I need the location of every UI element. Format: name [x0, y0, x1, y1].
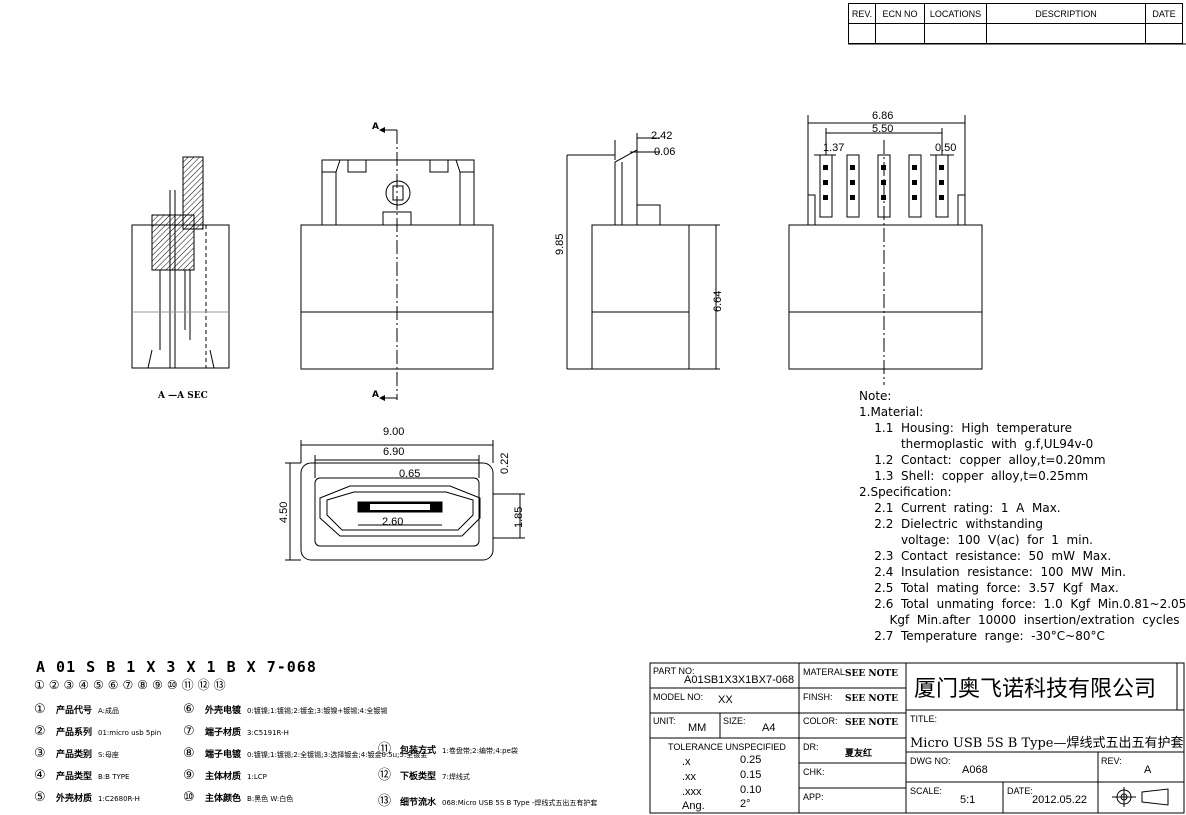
note-line: thermoplastic with g.f,UL94v-0 [859, 437, 1094, 451]
note-line: 2.4 Insulation resistance: 100 MW Min. [859, 565, 1126, 579]
title-block-frame [649, 662, 1185, 814]
revision-table: REV. ECN NO LOCATIONS DESCRIPTION DATE [848, 3, 1183, 44]
finish-label: FINSH: [803, 692, 833, 702]
chk-label: CHK: [803, 767, 825, 777]
front-view [300, 127, 494, 401]
tolerance-label: TOLERANCE UNSPECIFIED [668, 742, 786, 752]
note-line: 1.1 Housing: High temperature [859, 421, 1073, 435]
dim-front-inner: 6.90 [383, 446, 405, 458]
notes-block: Note: 1.Material: 1.1 Housing: High temp… [859, 388, 1186, 644]
date-header: DATE [1145, 3, 1183, 24]
dr-value: 夏友红 [845, 748, 873, 758]
note-line: Kgf Min.after 10000 insertion/extration … [859, 613, 1180, 627]
note-line: 2.7 Temperature range: -30°C~80°C [859, 629, 1105, 643]
unit-label: UNIT: [653, 716, 676, 726]
unit-value: MM [688, 722, 707, 734]
dim-slot-small: 0.65 [399, 468, 421, 480]
part-code: A 01 S B 1 X 3 X 1 B X 7-068 [36, 658, 317, 676]
tolerance-value: 0.10 [740, 784, 762, 796]
dwg-no-label: DWG NO: [910, 756, 951, 766]
note-line: 2.6 Total unmating force: 1.0 Kgf Min.0.… [859, 597, 1186, 611]
section-marker-top: A [372, 122, 379, 132]
note-line: 2.3 Contact resistance: 50 mW Max. [859, 549, 1112, 563]
drawing-title: Micro USB 5S B Type—焊线式五出五有护套 [910, 736, 1184, 751]
rev-value: A [1144, 764, 1152, 776]
model-no-label: MODEL NO: [653, 692, 704, 702]
dim-top-left-pitch: 1.37 [823, 142, 845, 154]
tolerance-value: 0.25 [740, 754, 762, 766]
tolerance-value: 0.15 [740, 769, 762, 781]
date-value: 2012.05.22 [1032, 794, 1088, 806]
rear-view [788, 115, 983, 385]
section-marker-bottom: A [372, 390, 379, 400]
dim-slot-width: 2.60 [382, 516, 404, 528]
note-line: 2.1 Current rating: 1 A Max. [859, 501, 1061, 515]
company-name: 厦门奥飞诺科技有限公司 [914, 677, 1157, 702]
color-value: SEE NOTE [845, 718, 898, 728]
part-no-label: PART NO: [653, 666, 695, 676]
material-label: MATERAL: [803, 667, 848, 677]
note-line: 2.5 Total mating force: 3.57 Kgf Max. [859, 581, 1119, 595]
note-line: 1.2 Contact: copper alloy,t=0.20mm [859, 453, 1106, 467]
size-value: A4 [762, 722, 776, 734]
section-view [131, 156, 230, 369]
app-label: APP: [803, 792, 824, 802]
date-cell [1145, 23, 1183, 44]
date-label: DATE: [1007, 786, 1033, 796]
section-label: A —A SEC [158, 391, 208, 401]
tolerance-value: 2° [740, 798, 751, 810]
color-label: COLOR: [803, 716, 838, 726]
dim-front-height: 4.50 [278, 501, 290, 523]
finish-value: SEE NOTE [845, 694, 898, 704]
notes-heading: Note: [859, 389, 892, 403]
material-value: SEE NOTE [845, 669, 898, 679]
dwg-no-value: A068 [962, 764, 988, 776]
dr-label: DR: [803, 742, 819, 752]
part-no-value: A01SB1X3X1BX7-068 [684, 674, 795, 686]
side-view [566, 133, 720, 370]
dim-opening-height: 1.85 [513, 506, 525, 528]
tolerance-key: .xx [682, 771, 697, 783]
dim-side-gap: 0.06 [654, 146, 676, 158]
dim-side-offset: 2.42 [651, 130, 673, 142]
note-line: voltage: 100 V(ac) for 1 min. [859, 533, 1093, 547]
dim-lip: 0.22 [499, 452, 511, 474]
tolerance-key: .x [682, 756, 691, 768]
scale-label: SCALE: [910, 786, 943, 796]
size-label: SIZE: [723, 716, 746, 726]
title-label: TITLE: [910, 714, 938, 724]
part-code-positions: ①②③④⑤⑥⑦⑧⑨⑩⑪⑫⑬ [34, 678, 230, 692]
note-line: 2.Specification: [859, 485, 952, 499]
dim-body-height: 6.64 [712, 290, 724, 312]
note-line: 1.Material: [859, 405, 924, 419]
dim-top-right-pitch: 0.50 [935, 142, 957, 154]
tolerance-key: Ang. [682, 800, 705, 812]
note-line: 1.3 Shell: copper alloy,t=0.25mm [859, 469, 1089, 483]
rev-label: REV: [1101, 756, 1122, 766]
model-no-value: XX [718, 694, 733, 706]
tolerance-key: .xxx [682, 786, 702, 798]
dim-total-height: 9.85 [554, 233, 566, 255]
note-line: 2.2 Dielectric withstanding [859, 517, 1043, 531]
face-view [285, 440, 525, 561]
dim-front-width: 9.00 [383, 426, 405, 438]
dim-top-width: 6.86 [872, 110, 894, 122]
scale-value: 5:1 [960, 794, 976, 806]
dim-top-inner: 5.50 [872, 123, 894, 135]
